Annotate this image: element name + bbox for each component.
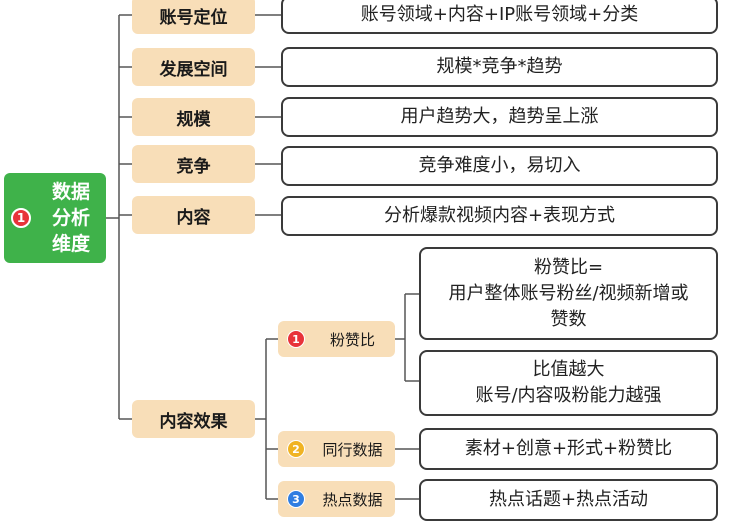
- sub-peer-data: 2 同行数据: [278, 431, 395, 467]
- sub-number-badge: 3: [287, 490, 305, 508]
- sub-label: 热点数据: [322, 490, 383, 509]
- root-label: 数据 分析 维度: [42, 179, 100, 257]
- sub-number-badge: 2: [287, 440, 305, 458]
- sub-label: 同行数据: [322, 440, 383, 459]
- detail-account-positioning: 账号领域+内容+IP账号领域+分类: [281, 0, 718, 34]
- branch-competition: 竞争: [132, 145, 255, 183]
- detail-line: 赞数: [550, 308, 587, 330]
- detail-line: 粉赞比=: [533, 256, 604, 278]
- branch-content-effect: 内容效果: [132, 400, 255, 438]
- root-label-line: 数据: [51, 181, 90, 203]
- detail-peer-data: 素材+创意+形式+粉赞比: [419, 428, 718, 470]
- branch-development-space: 发展空间: [132, 48, 255, 86]
- branch-scale: 规模: [132, 98, 255, 136]
- root-node-data-analysis-dimensions: 1 数据 分析 维度: [4, 173, 106, 263]
- detail-fan-like-ratio-formula: 粉赞比= 用户整体账号粉丝/视频新增或 赞数: [419, 247, 718, 340]
- branch-content: 内容: [132, 196, 255, 234]
- detail-fan-like-ratio-meaning: 比值越大 账号/内容吸粉能力越强: [419, 350, 718, 416]
- sub-number-badge: 1: [287, 330, 305, 348]
- detail-scale: 用户趋势大，趋势呈上涨: [281, 97, 718, 137]
- detail-content: 分析爆款视频内容+表现方式: [281, 196, 718, 236]
- root-number-badge: 1: [11, 208, 31, 228]
- root-label-line: 分析: [51, 207, 90, 229]
- sub-label: 粉赞比: [329, 330, 375, 349]
- root-label-line: 维度: [51, 233, 90, 255]
- detail-line: 账号/内容吸粉能力越强: [475, 385, 662, 406]
- detail-hotspot-data: 热点话题+热点活动: [419, 479, 718, 521]
- detail-competition: 竞争难度小，易切入: [281, 146, 718, 186]
- sub-fan-like-ratio: 1 粉赞比: [278, 321, 395, 357]
- sub-hotspot-data: 3 热点数据: [278, 481, 395, 517]
- detail-line: 用户整体账号粉丝/视频新增或: [448, 282, 689, 304]
- detail-line: 比值越大: [532, 359, 605, 380]
- branch-account-positioning: 账号定位: [132, 0, 255, 34]
- detail-development-space: 规模*竞争*趋势: [281, 47, 718, 87]
